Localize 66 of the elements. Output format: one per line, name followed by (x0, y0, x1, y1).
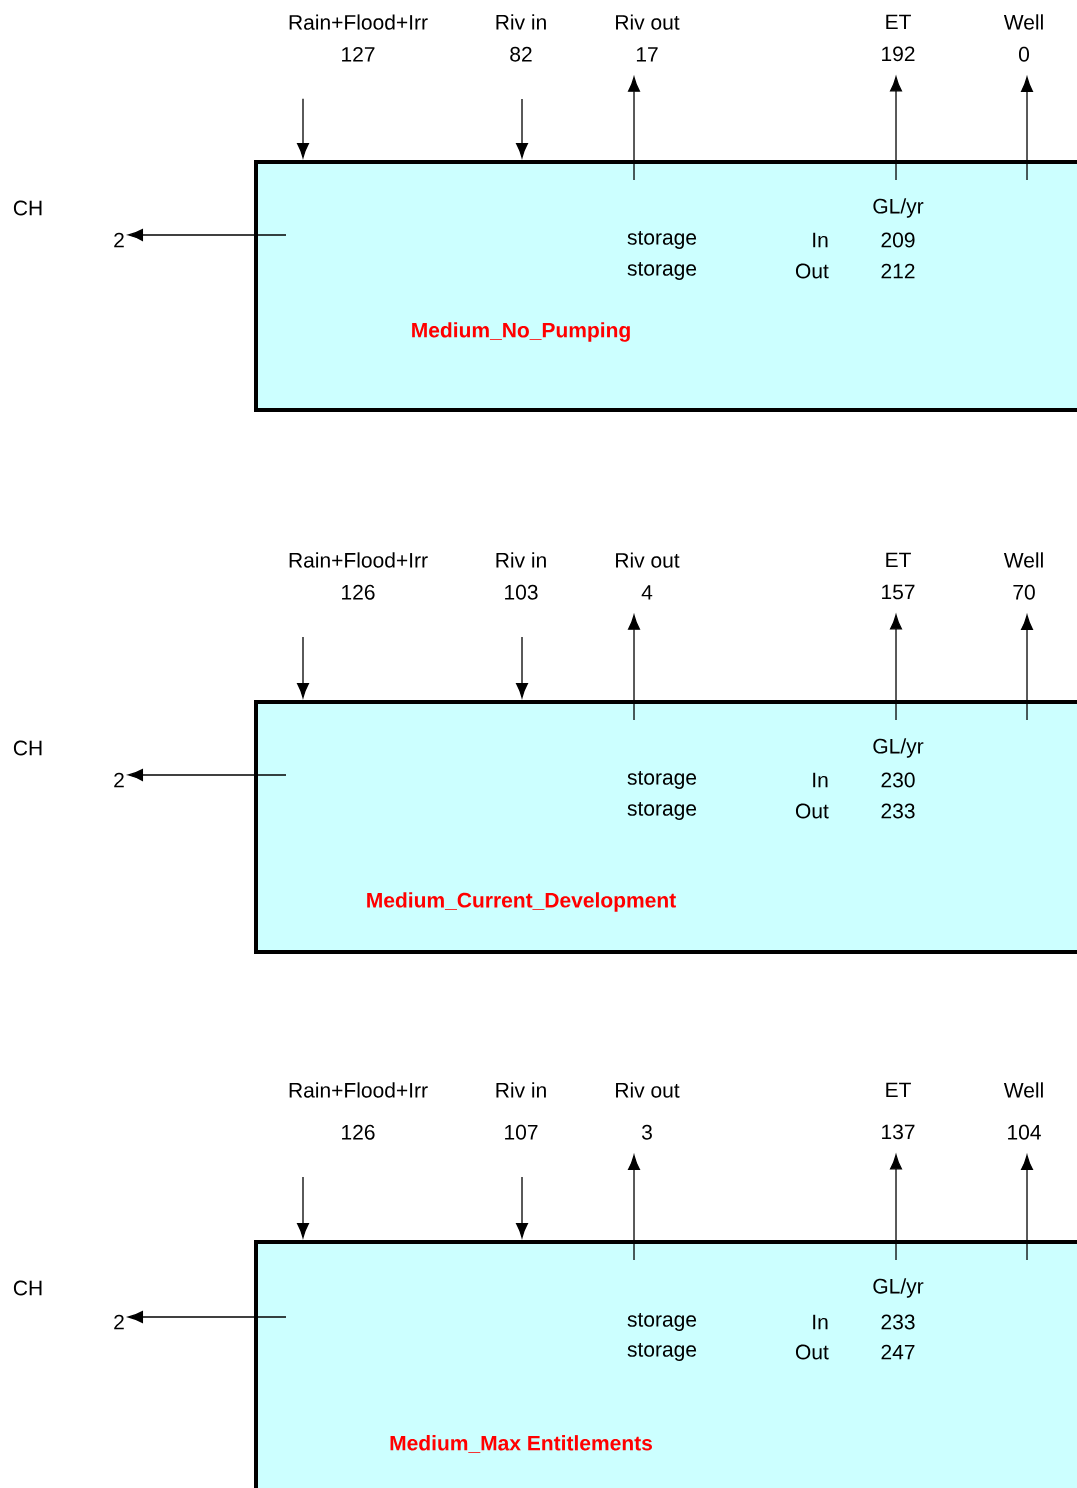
arrow (890, 1154, 902, 1261)
value-text: 209 (881, 232, 915, 248)
flux-value: 2 (114, 1314, 124, 1330)
arrow (297, 98, 309, 158)
value-text: 247 (881, 1344, 915, 1360)
flux-value: 2 (114, 772, 124, 788)
flux-label: Riv in 107 (496, 1082, 546, 1140)
flux-label: CH (13, 200, 42, 216)
arrow (128, 229, 287, 241)
row-label: storage (627, 1313, 697, 1331)
storage-box (254, 700, 1077, 954)
row-label: In (813, 232, 828, 248)
arrow (628, 614, 640, 721)
scenario-title: Medium_Max Entitlements (390, 1435, 652, 1453)
arrow (628, 76, 640, 181)
arrow (1021, 614, 1033, 721)
unit-label: GL/yr (873, 198, 924, 218)
scenario-title: Medium_Current_Development (367, 892, 676, 912)
row-label: storage (627, 262, 697, 280)
arrow (128, 1311, 287, 1323)
value-text: 233 (881, 803, 915, 819)
row-label: storage (627, 231, 697, 249)
flux-label: Riv out 4 (616, 552, 680, 600)
flux-label: ET 157 (882, 552, 915, 600)
row-label: Out (795, 803, 829, 819)
flux-label: Rain+Flood+Irr 126 (289, 552, 428, 600)
flux-label: Well 104 (1003, 1082, 1043, 1140)
storage-box (254, 1240, 1077, 1488)
value-text: 233 (881, 1314, 915, 1330)
unit-label: GL/yr (873, 738, 924, 758)
arrow (890, 76, 902, 181)
row-label: storage (627, 1343, 697, 1361)
arrow (516, 1176, 528, 1238)
row-label: storage (627, 771, 697, 789)
row-label: Out (795, 1344, 829, 1360)
flux-label: Riv out 17 (616, 14, 680, 62)
unit-label: GL/yr (873, 1278, 924, 1298)
arrow (1021, 1154, 1033, 1261)
flux-value: 2 (114, 232, 124, 248)
row-label: In (813, 1314, 828, 1330)
arrow (1021, 76, 1033, 181)
arrow (516, 636, 528, 698)
arrow (297, 1176, 309, 1238)
flux-label: Well 0 (1003, 14, 1043, 62)
flux-label: ET 137 (882, 1082, 915, 1140)
flux-label: ET 192 (882, 14, 915, 62)
arrow (890, 614, 902, 721)
arrow (297, 636, 309, 698)
flux-label: Riv in 103 (496, 552, 546, 600)
arrow (628, 1154, 640, 1261)
flux-label: Rain+Flood+Irr 126 (289, 1082, 428, 1140)
row-label: In (813, 772, 828, 788)
flux-label: Well 70 (1003, 552, 1043, 600)
flux-label: Riv in 82 (496, 14, 546, 62)
value-text: 230 (881, 772, 915, 788)
flux-label: CH (13, 1280, 42, 1296)
storage-box (254, 160, 1077, 412)
flux-label: Riv out 3 (616, 1082, 680, 1140)
flux-label: Rain+Flood+Irr 127 (289, 14, 428, 62)
scenario-title: Medium_No_Pumping (412, 322, 630, 342)
row-label: storage (627, 802, 697, 820)
value-text: 212 (881, 263, 915, 279)
arrow (516, 98, 528, 158)
row-label: Out (795, 263, 829, 279)
arrow (128, 769, 287, 781)
flux-label: CH (13, 740, 42, 756)
